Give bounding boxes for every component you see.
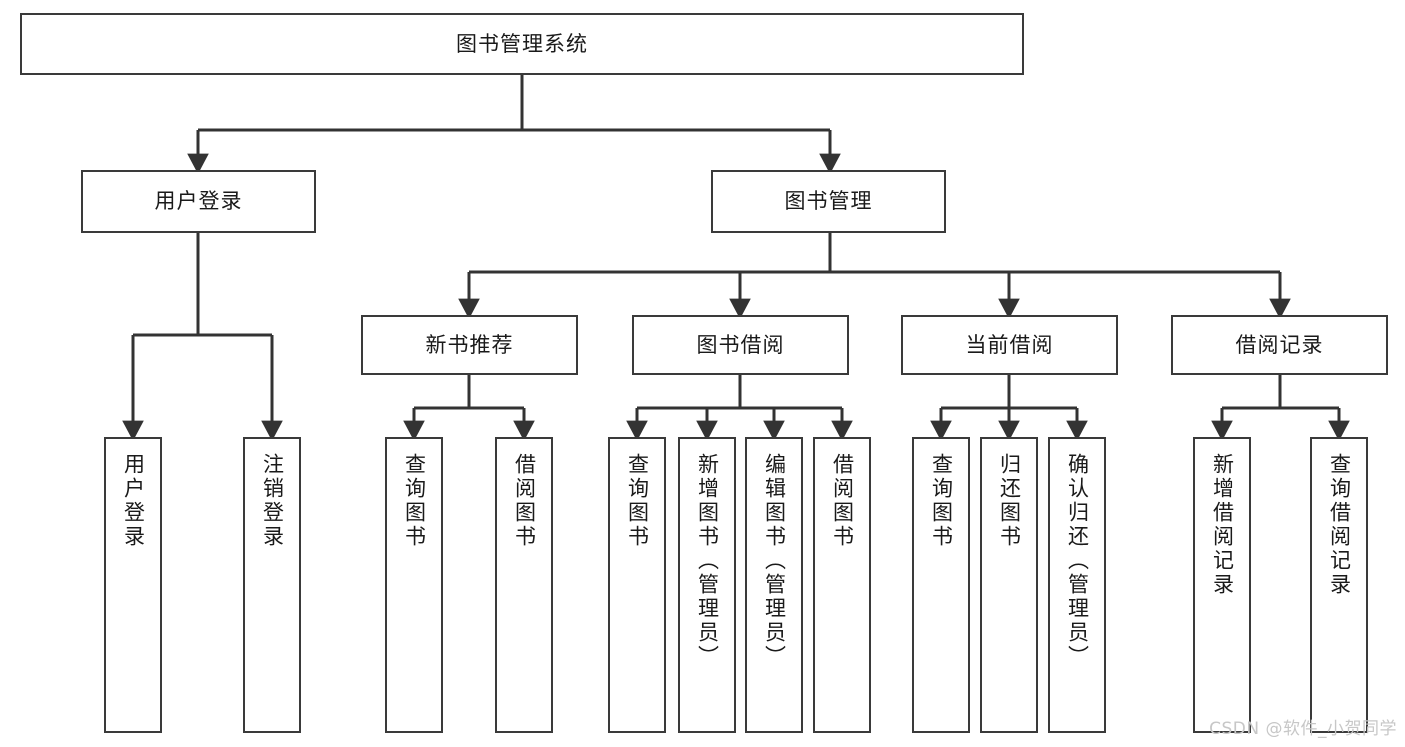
node-leaf-user-login-label: 用户登录 xyxy=(121,453,146,549)
node-leaf-confirm-return[interactable]: 确认归还（管理员） xyxy=(1048,437,1106,733)
node-leaf-return-book[interactable]: 归还图书 xyxy=(980,437,1038,733)
node-user-login[interactable]: 用户登录 xyxy=(81,170,316,233)
node-leaf-query-book-2-label: 查询图书 xyxy=(625,453,650,549)
node-book-borrow[interactable]: 图书借阅 xyxy=(632,315,849,375)
node-new-book-recommend[interactable]: 新书推荐 xyxy=(361,315,578,375)
node-borrow-record[interactable]: 借阅记录 xyxy=(1171,315,1388,375)
node-leaf-borrow-book-1[interactable]: 借阅图书 xyxy=(495,437,553,733)
node-leaf-query-book-1-label: 查询图书 xyxy=(402,453,427,549)
node-leaf-borrow-book-2[interactable]: 借阅图书 xyxy=(813,437,871,733)
node-leaf-query-record-label: 查询借阅记录 xyxy=(1327,453,1352,597)
node-leaf-query-book-1[interactable]: 查询图书 xyxy=(385,437,443,733)
node-leaf-user-logout[interactable]: 注销登录 xyxy=(243,437,301,733)
csdn-watermark: CSDN @软件_小贺同学 xyxy=(1209,719,1397,739)
node-book-manage[interactable]: 图书管理 xyxy=(711,170,946,233)
node-leaf-add-book[interactable]: 新增图书（管理员） xyxy=(678,437,736,733)
node-leaf-borrow-book-2-label: 借阅图书 xyxy=(830,453,855,549)
node-leaf-confirm-return-label: 确认归还（管理员） xyxy=(1065,453,1090,669)
node-root[interactable]: 图书管理系统 xyxy=(20,13,1024,75)
node-user-login-label: 用户登录 xyxy=(154,189,243,214)
node-leaf-query-book-3-label: 查询图书 xyxy=(929,453,954,549)
node-current-borrow[interactable]: 当前借阅 xyxy=(901,315,1118,375)
node-leaf-user-login[interactable]: 用户登录 xyxy=(104,437,162,733)
node-borrow-record-label: 借阅记录 xyxy=(1235,332,1324,357)
node-leaf-query-record[interactable]: 查询借阅记录 xyxy=(1310,437,1368,733)
node-current-borrow-label: 当前借阅 xyxy=(965,332,1054,357)
node-leaf-add-record-label: 新增借阅记录 xyxy=(1210,453,1235,597)
node-leaf-add-book-label: 新增图书（管理员） xyxy=(695,453,720,669)
node-book-borrow-label: 图书借阅 xyxy=(696,332,785,357)
node-leaf-user-logout-label: 注销登录 xyxy=(260,453,285,549)
node-leaf-edit-book[interactable]: 编辑图书（管理员） xyxy=(745,437,803,733)
node-book-manage-label: 图书管理 xyxy=(784,189,873,214)
node-leaf-query-book-2[interactable]: 查询图书 xyxy=(608,437,666,733)
node-leaf-query-book-3[interactable]: 查询图书 xyxy=(912,437,970,733)
node-root-label: 图书管理系统 xyxy=(456,31,588,56)
node-new-book-recommend-label: 新书推荐 xyxy=(425,332,514,357)
node-leaf-borrow-book-1-label: 借阅图书 xyxy=(512,453,537,549)
node-leaf-edit-book-label: 编辑图书（管理员） xyxy=(762,453,787,669)
node-leaf-return-book-label: 归还图书 xyxy=(997,453,1022,549)
node-leaf-add-record[interactable]: 新增借阅记录 xyxy=(1193,437,1251,733)
